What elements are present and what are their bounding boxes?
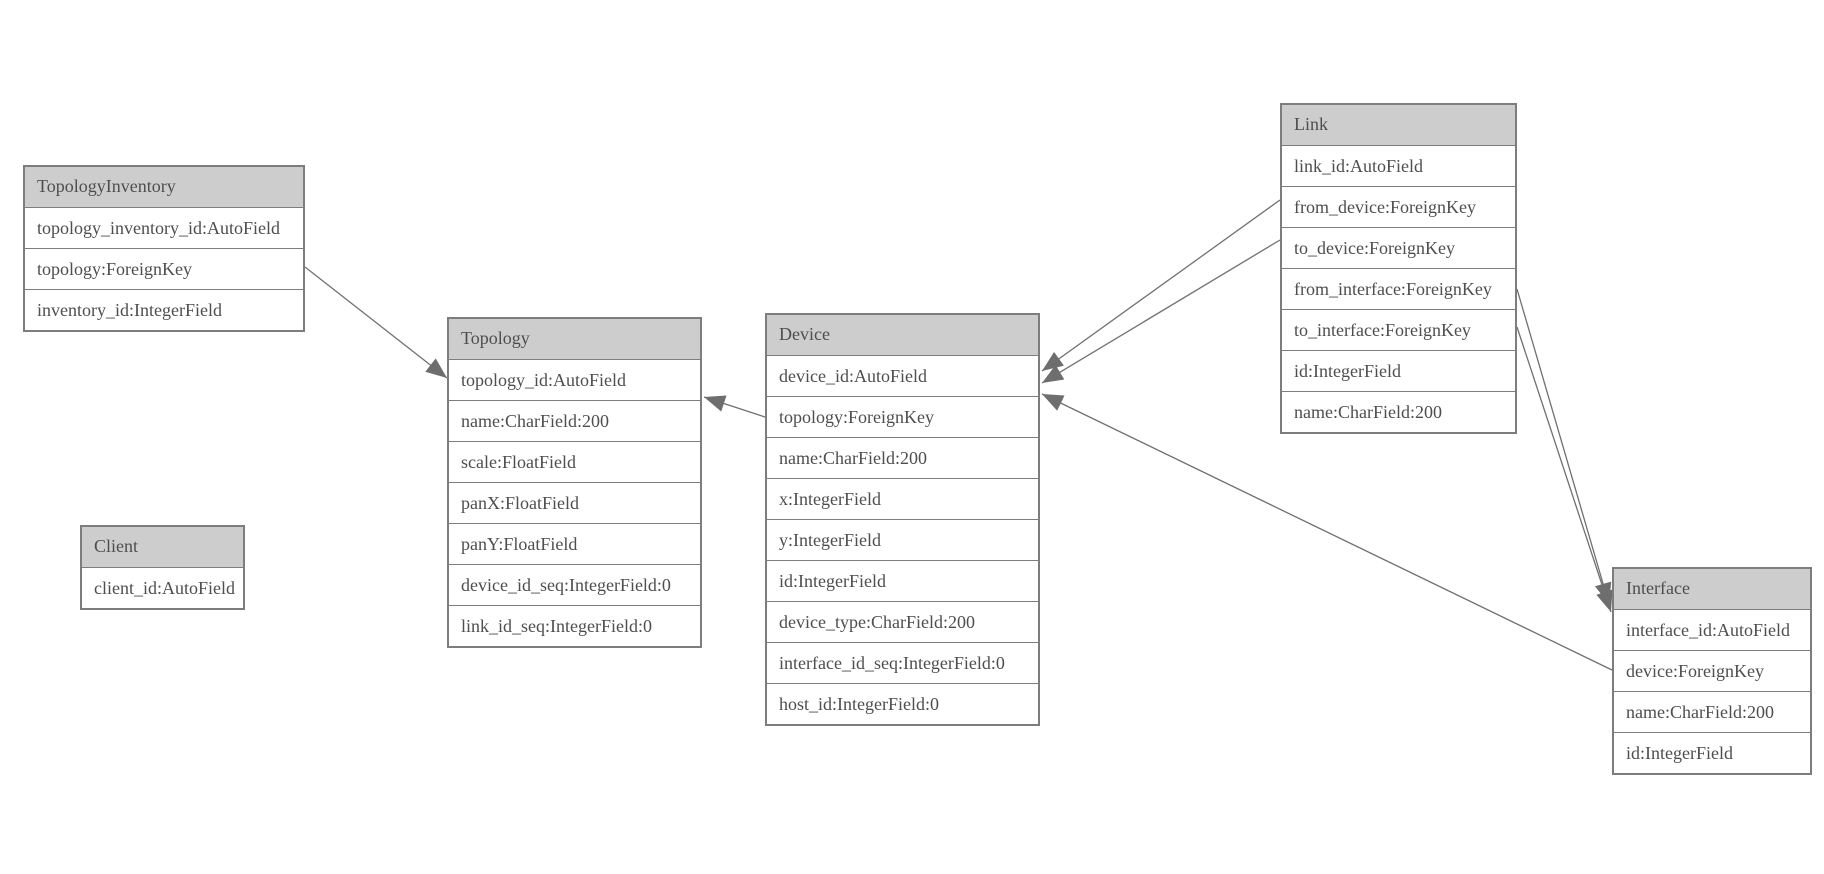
- entity-link: Link link_id:AutoField from_device:Forei…: [1280, 103, 1517, 434]
- entity-topology: Topology topology_id:AutoField name:Char…: [447, 317, 702, 648]
- entity-field: id:IntegerField: [1614, 732, 1810, 773]
- entity-field: from_device:ForeignKey: [1282, 186, 1515, 227]
- entity-field: topology:ForeignKey: [767, 396, 1038, 437]
- entity-field: link_id_seq:IntegerField:0: [449, 605, 700, 646]
- entity-device: Device device_id:AutoField topology:Fore…: [765, 313, 1040, 726]
- entity-field: device_id_seq:IntegerField:0: [449, 564, 700, 605]
- edge-topologyinventory-topology: [304, 266, 448, 379]
- entity-field: interface_id:AutoField: [1614, 609, 1810, 650]
- edge-interface-device-device: [1041, 393, 1613, 671]
- entity-field: x:IntegerField: [767, 478, 1038, 519]
- entity-title: Client: [82, 527, 243, 567]
- entity-field: topology:ForeignKey: [25, 248, 303, 289]
- entity-field: host_id:IntegerField:0: [767, 683, 1038, 724]
- entity-title: Topology: [449, 319, 700, 359]
- entity-field: client_id:AutoField: [82, 567, 243, 608]
- entity-field: topology_inventory_id:AutoField: [25, 207, 303, 248]
- entity-field: id:IntegerField: [1282, 350, 1515, 391]
- entity-title: Device: [767, 315, 1038, 355]
- entity-field: panY:FloatField: [449, 523, 700, 564]
- entity-field: device:ForeignKey: [1614, 650, 1810, 691]
- entity-field: topology_id:AutoField: [449, 359, 700, 400]
- entity-title: Link: [1282, 105, 1515, 145]
- edge-link-tointerface-interface: [1516, 326, 1613, 613]
- entity-field: to_interface:ForeignKey: [1282, 309, 1515, 350]
- entity-field: inventory_id:IntegerField: [25, 289, 303, 330]
- entity-client: Client client_id:AutoField: [80, 525, 245, 610]
- edge-link-todevice-device: [1041, 239, 1281, 384]
- edge-link-fromdevice-device: [1041, 199, 1281, 372]
- edge-device-topology: [703, 395, 766, 418]
- entity-field: name:CharField:200: [1614, 691, 1810, 732]
- entity-field: interface_id_seq:IntegerField:0: [767, 642, 1038, 683]
- edge-link-frominterface-interface: [1516, 288, 1612, 605]
- entity-field: device_id:AutoField: [767, 355, 1038, 396]
- entity-field: from_interface:ForeignKey: [1282, 268, 1515, 309]
- entity-field: name:CharField:200: [1282, 391, 1515, 432]
- entity-topology-inventory: TopologyInventory topology_inventory_id:…: [23, 165, 305, 332]
- entity-field: name:CharField:200: [767, 437, 1038, 478]
- entity-field: scale:FloatField: [449, 441, 700, 482]
- entity-field: device_type:CharField:200: [767, 601, 1038, 642]
- entity-interface: Interface interface_id:AutoField device:…: [1612, 567, 1812, 775]
- entity-field: panX:FloatField: [449, 482, 700, 523]
- entity-title: TopologyInventory: [25, 167, 303, 207]
- entity-field: y:IntegerField: [767, 519, 1038, 560]
- entity-field: name:CharField:200: [449, 400, 700, 441]
- entity-field: id:IntegerField: [767, 560, 1038, 601]
- entity-field: link_id:AutoField: [1282, 145, 1515, 186]
- entity-field: to_device:ForeignKey: [1282, 227, 1515, 268]
- entity-title: Interface: [1614, 569, 1810, 609]
